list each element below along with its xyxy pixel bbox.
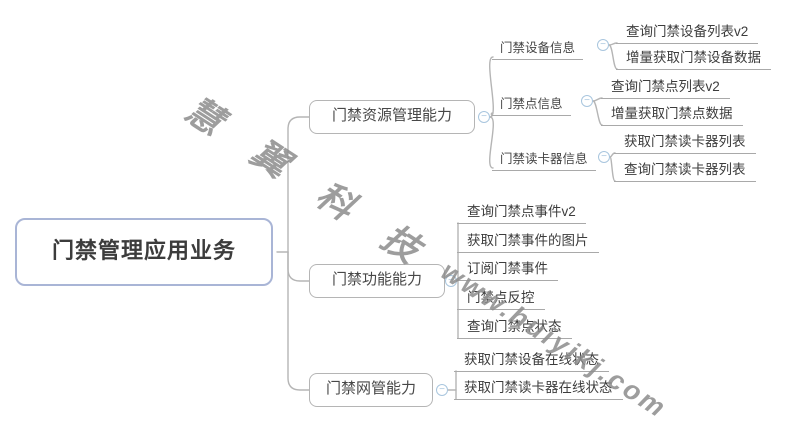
leaf-get-reader-list[interactable]: 获取门禁读卡器列表 [614,132,756,154]
collapse-toggle-function[interactable]: − [445,275,457,287]
leaf-device-online-status[interactable]: 获取门禁设备在线状态 [454,350,609,372]
collapse-minus-icon: − [600,39,606,50]
leaf-subscribe-door-events[interactable]: 订阅门禁事件 [457,259,558,281]
subnode-reader-info[interactable]: 门禁读卡器信息 [492,147,596,171]
collapse-toggle-device-info[interactable]: − [597,39,609,51]
subnode-door-info[interactable]: 门禁点信息 [492,92,571,116]
leaf-query-reader-list[interactable]: 查询门禁读卡器列表 [614,160,756,182]
collapse-minus-icon: − [584,95,590,106]
collapse-minus-icon: − [481,111,487,122]
leaf-query-door-status[interactable]: 查询门禁点状态 [457,317,572,339]
collapse-toggle-network[interactable]: − [436,384,448,396]
branch-node-function[interactable]: 门禁功能能力 [309,264,445,298]
collapse-toggle-door-info[interactable]: − [581,95,593,107]
collapse-minus-icon: − [601,151,607,162]
collapse-toggle-resource[interactable]: − [478,111,490,123]
collapse-minus-icon: − [448,275,454,286]
collapse-minus-icon: − [439,384,445,395]
leaf-incremental-door-data[interactable]: 增量获取门禁点数据 [601,104,743,126]
leaf-get-event-picture[interactable]: 获取门禁事件的图片 [457,231,599,253]
leaf-reader-online-status[interactable]: 获取门禁读卡器在线状态 [454,378,623,400]
branch-node-resource[interactable]: 门禁资源管理能力 [309,100,475,134]
leaf-door-control[interactable]: 门禁点反控 [457,288,545,310]
leaf-query-door-list-v2[interactable]: 查询门禁点列表v2 [601,77,730,99]
subnode-device-info[interactable]: 门禁设备信息 [492,36,584,60]
leaf-query-device-list-v2[interactable]: 查询门禁设备列表v2 [616,22,759,44]
leaf-incremental-device-data[interactable]: 增量获取门禁设备数据 [616,48,771,70]
branch-node-network[interactable]: 门禁网管能力 [309,373,433,407]
collapse-toggle-reader-info[interactable]: − [598,151,610,163]
root-node[interactable]: 门禁管理应用业务 [15,218,273,286]
leaf-query-door-events-v2[interactable]: 查询门禁点事件v2 [457,202,586,224]
